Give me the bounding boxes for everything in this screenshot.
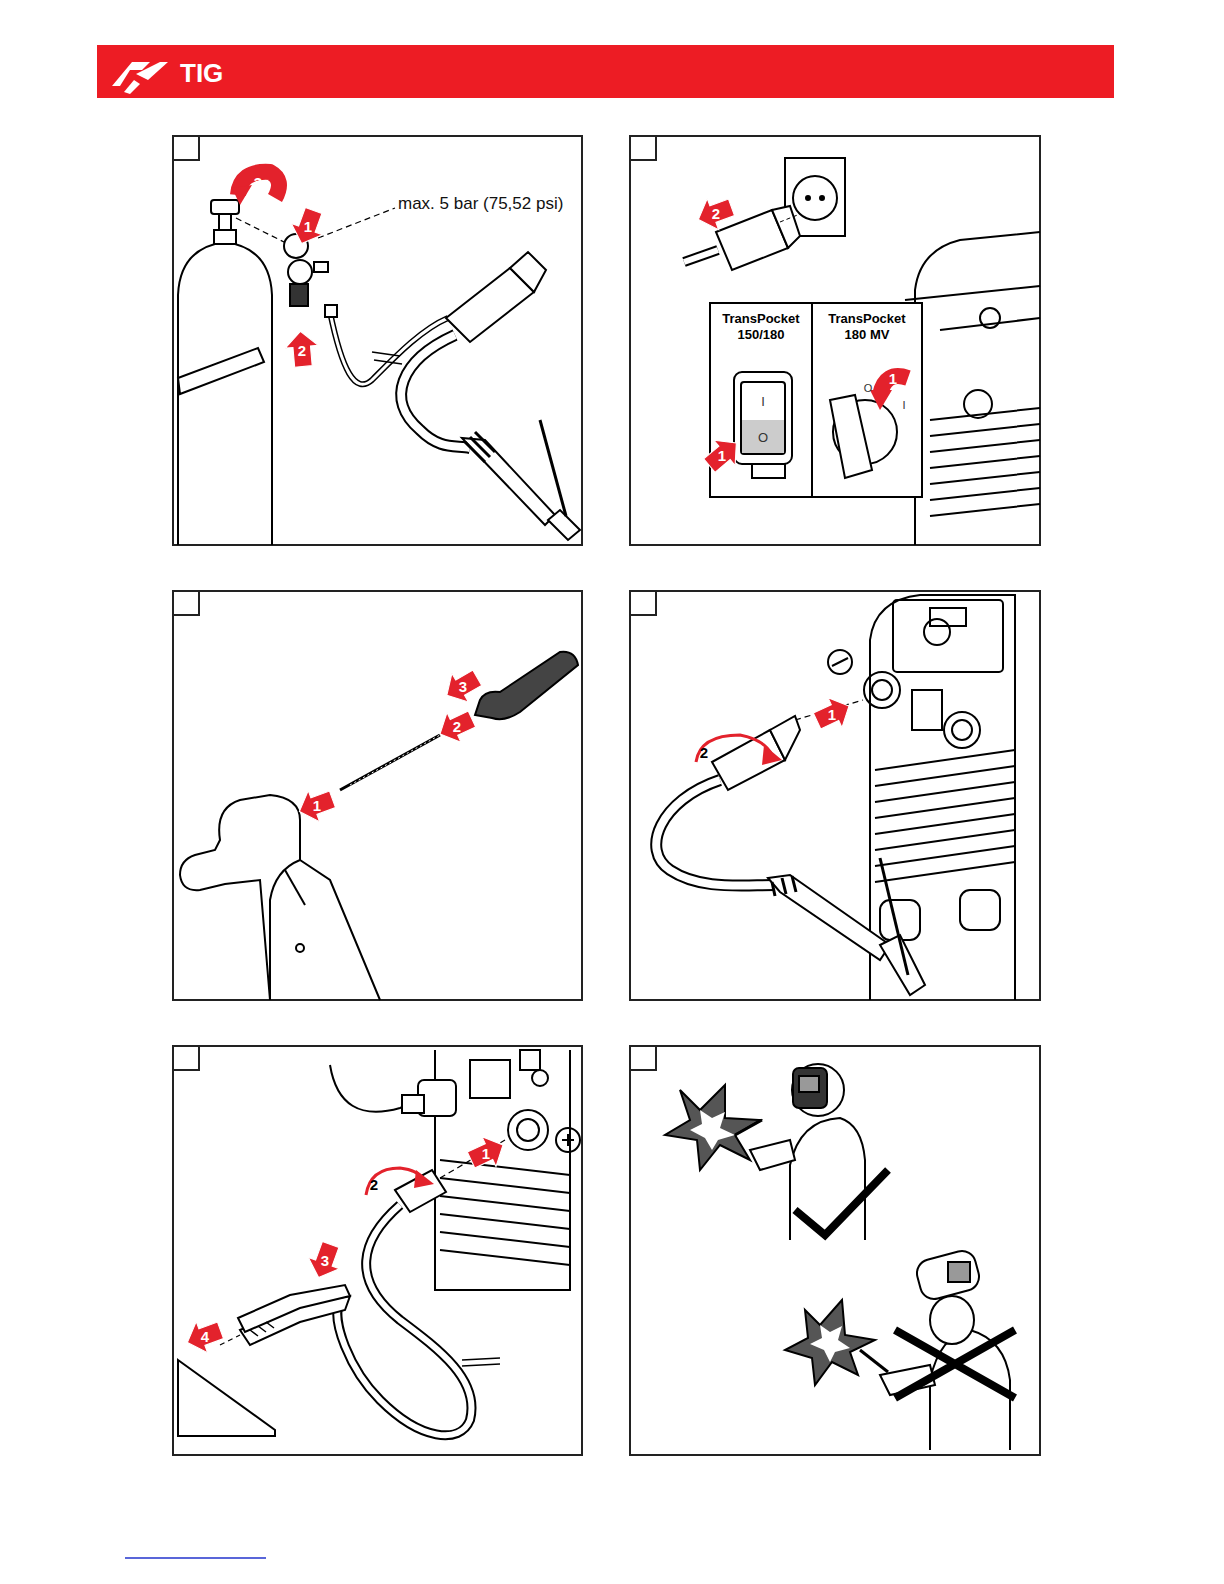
link-underline (125, 1557, 266, 1559)
model-box: TransPocket 180 MV (812, 303, 922, 497)
callout-number: 1 (482, 1146, 490, 1161)
callout-number: 1 (304, 219, 312, 234)
page-title: TIG (180, 60, 223, 86)
callout-number: 4 (201, 1329, 209, 1344)
torch-logo (112, 62, 168, 94)
mains-drawing (684, 158, 1040, 545)
callout-number: 1 (828, 707, 836, 722)
callout-number: 1 (313, 798, 321, 813)
model-box: TransPocket 150/180 (710, 303, 812, 497)
callout-number: 2 (712, 206, 720, 221)
callout-number: 2 (370, 1177, 378, 1192)
header-band (97, 45, 1114, 98)
callout-number: 2 (298, 343, 306, 358)
callout-number: 1 (889, 371, 897, 386)
callout-number: I (761, 395, 765, 408)
safety-drawing (665, 1064, 1015, 1450)
callout-number: 2 (453, 719, 461, 734)
model-name: TransPocket 150/180 (714, 311, 808, 342)
callout-number: O (758, 431, 768, 444)
callout-number: I (902, 400, 905, 411)
callout-number: 1 (718, 448, 726, 463)
panel-frames (173, 136, 1040, 1455)
torch-connection-drawing (656, 595, 1015, 1000)
model-name: TransPocket 180 MV (816, 311, 918, 342)
callout-number: 2 (700, 745, 708, 760)
ground-cable-drawing (178, 1050, 580, 1436)
callout-arrows (182, 172, 908, 1358)
electrode-drawing (180, 652, 578, 1000)
callout-number: 3 (254, 175, 262, 190)
pressure-note: max. 5 bar (75,52 psi) (398, 195, 563, 212)
callout-number: 3 (459, 679, 467, 694)
callout-number: O (864, 383, 873, 394)
gas-setup-drawing (178, 200, 580, 545)
callout-number: 3 (321, 1253, 329, 1268)
